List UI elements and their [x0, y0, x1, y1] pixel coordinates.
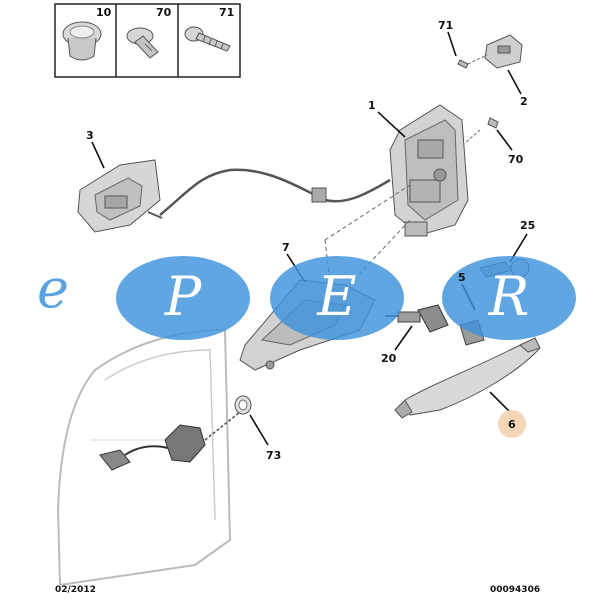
plug-clip-icon — [62, 21, 102, 61]
door-lock-mechanism — [389, 104, 469, 237]
footer-reference: 00094306 — [490, 585, 541, 595]
callout-6: 6 — [508, 418, 516, 431]
callout-20: 20 — [381, 352, 397, 365]
outer-door-handle — [394, 337, 541, 419]
callout-25: 25 — [520, 219, 536, 232]
callout-5: 5 — [458, 271, 466, 284]
callout-7: 7 — [282, 241, 290, 254]
door-outline — [56, 328, 232, 587]
callout-1: 1 — [368, 99, 376, 112]
fastener-number-71: 71 — [219, 6, 235, 19]
fastener-number-10: 10 — [96, 6, 112, 19]
footer-date: 02/2012 — [55, 585, 96, 595]
callout-2: 2 — [520, 95, 528, 108]
fastener-number-70: 70 — [156, 6, 172, 19]
callout-71: 71 — [438, 19, 454, 32]
callout-73: 73 — [266, 449, 282, 462]
watermark-letter-p: P — [164, 265, 202, 328]
watermark — [116, 256, 576, 340]
inner-lock-assembly — [99, 411, 241, 471]
striker-plate — [457, 34, 523, 69]
callout-6-highlight — [498, 410, 526, 438]
push-rivet-icon — [126, 27, 159, 59]
screw-icon — [184, 26, 231, 52]
watermark-letter-r: R — [488, 265, 530, 328]
callout-3: 3 — [86, 129, 94, 142]
watermark-letter-e: e — [37, 257, 69, 320]
handle-carrier — [77, 159, 161, 233]
watermark-letter-e2: E — [317, 265, 357, 328]
grommet — [234, 395, 252, 415]
callout-70: 70 — [508, 153, 524, 166]
